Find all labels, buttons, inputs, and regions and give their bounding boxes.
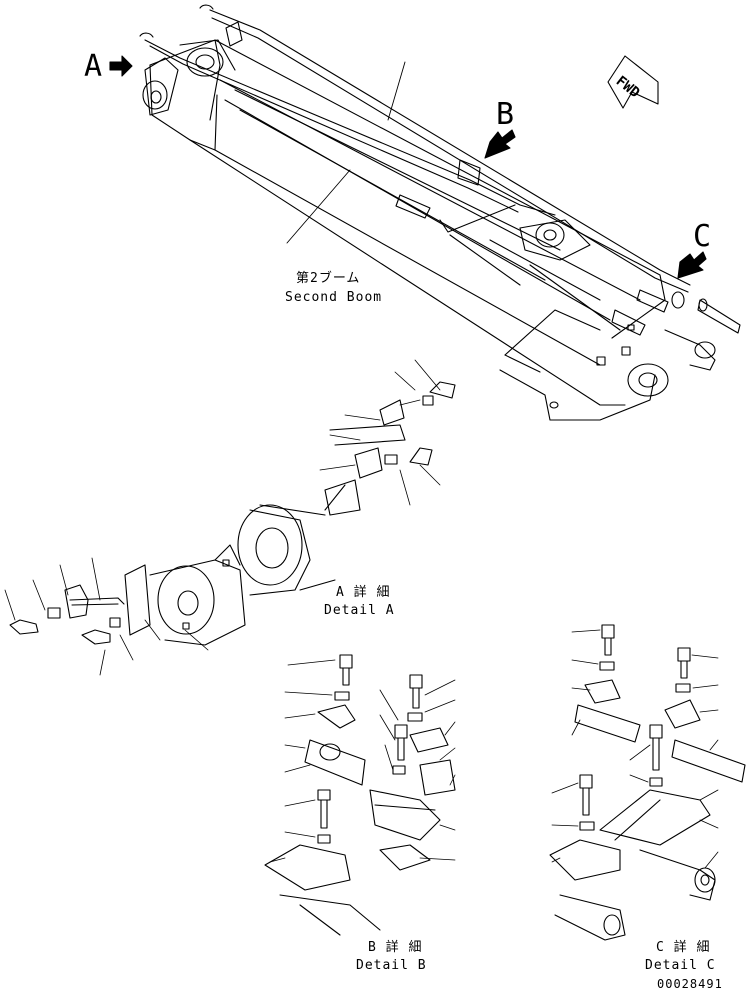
view-arrow-icon — [109, 55, 707, 279]
detail-a-caption-en: Detail A — [324, 603, 395, 618]
view-label-b: B — [496, 97, 515, 132]
detail-b-caption-en: Detail B — [356, 958, 427, 973]
view-label-a: A — [84, 49, 103, 84]
drawing-number: 00028491 — [657, 977, 723, 991]
detail-c-exploded-view — [549, 624, 746, 941]
detail-c-caption-jp: C 詳 細 — [656, 940, 711, 955]
detail-a-caption-jp: A 詳 細 — [336, 585, 391, 600]
detail-c-caption-en: Detail C — [645, 958, 716, 973]
detail-b-caption-jp: B 詳 細 — [368, 940, 423, 955]
boom-leaders — [286, 61, 406, 244]
hydraulic-tubes — [139, 4, 741, 371]
view-label-c: C — [693, 219, 712, 254]
detail-a-exploded-view — [4, 359, 456, 676]
second-boom-body — [142, 39, 669, 421]
boom-caption-en: Second Boom — [285, 290, 383, 305]
fwd-arrow-icon — [607, 55, 659, 109]
detail-b-exploded-view — [264, 654, 456, 936]
boom-caption-jp: 第2ブーム — [296, 271, 361, 286]
